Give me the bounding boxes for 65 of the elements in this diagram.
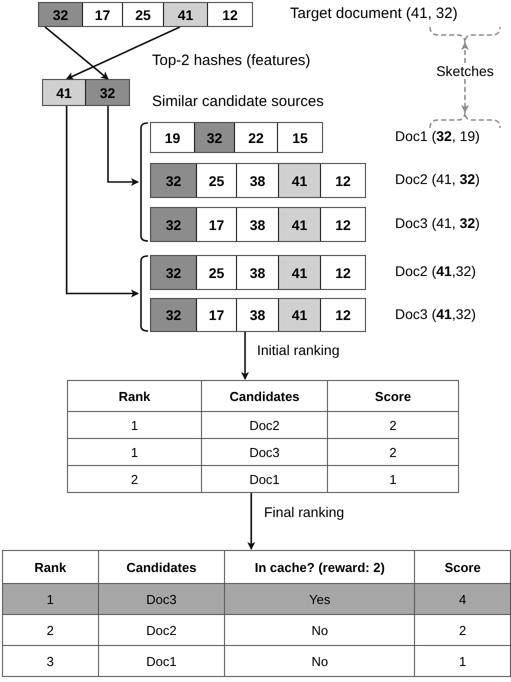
hash-cell: 41 <box>164 3 208 26</box>
document-label: Doc3 (41, 32) <box>395 215 480 231</box>
arrow <box>461 42 469 63</box>
column-header: In cache? (reward: 2) <box>224 550 415 584</box>
column-header: Rank <box>68 380 202 412</box>
column-header: Candidates <box>202 380 328 412</box>
table-cell: Yes <box>224 584 415 614</box>
table-cell: 3 <box>2 646 98 676</box>
document-label: Doc3 (41,32) <box>395 306 476 322</box>
table-cell: 1 <box>328 466 458 492</box>
table-cell: 2 <box>328 438 458 466</box>
table-cell: 2 <box>2 614 98 646</box>
table-cell: 1 <box>2 584 98 614</box>
step-label: Sketches <box>428 63 502 79</box>
column-header: Rank <box>2 550 98 584</box>
hash-cell: 32 <box>151 256 197 289</box>
hash-array <box>150 122 323 153</box>
hash-cell: 41 <box>279 164 321 197</box>
hash-cell: 32 <box>151 299 197 331</box>
annotation-text: Target document (41, 32) <box>290 5 458 22</box>
hash-array <box>150 207 366 242</box>
table-cell: Doc3 <box>202 438 328 466</box>
document-label: Doc2 (41, 32) <box>395 171 480 187</box>
hash-array <box>150 163 366 198</box>
table-cell: 1 <box>68 412 202 438</box>
hash-cell: 41 <box>43 80 86 105</box>
edge-label: Final ranking <box>262 504 346 520</box>
arrow <box>107 106 139 186</box>
table-cell: Doc1 <box>98 646 225 676</box>
hash-array <box>38 2 253 27</box>
annotation-text: Top-2 hashes (features) <box>152 52 310 69</box>
annotation-text: Similar candidate sources <box>152 93 324 110</box>
hash-cell: 32 <box>151 208 197 241</box>
table-cell: Doc3 <box>98 584 225 614</box>
hash-cell: 32 <box>39 3 83 26</box>
hash-array <box>150 255 366 290</box>
table-cell: Doc1 <box>202 466 328 492</box>
table-cell: 2 <box>414 614 510 646</box>
table-cell: No <box>224 646 415 676</box>
arrow <box>44 26 109 80</box>
hash-cell: 32 <box>86 80 129 105</box>
arrow <box>247 493 256 550</box>
hash-cell: 41 <box>279 256 321 289</box>
arrow <box>461 79 469 113</box>
hash-array <box>42 79 130 106</box>
table-cell: 2 <box>68 466 202 492</box>
hash-cell: 41 <box>279 208 321 241</box>
edge-label: Initial ranking <box>255 342 342 358</box>
document-label: Doc2 (41,32) <box>395 263 476 279</box>
table-cell: No <box>224 614 415 646</box>
table-cell: 1 <box>68 438 202 466</box>
annotation-text: Doc1 (32, 19) <box>395 128 480 144</box>
table-cell: 4 <box>414 584 510 614</box>
hash-cell: 41 <box>279 299 321 331</box>
table-cell: Doc2 <box>98 614 225 646</box>
hash-cell: 32 <box>195 123 235 152</box>
hash-cell: 32 <box>151 164 197 197</box>
hash-array <box>150 298 366 332</box>
table-cell: 2 <box>328 412 458 438</box>
table-cell: Doc2 <box>202 412 328 438</box>
arrow <box>241 332 250 380</box>
column-header: Score <box>328 380 458 412</box>
arrow <box>66 26 180 80</box>
table-cell: 1 <box>414 646 510 676</box>
arrow <box>66 106 139 298</box>
